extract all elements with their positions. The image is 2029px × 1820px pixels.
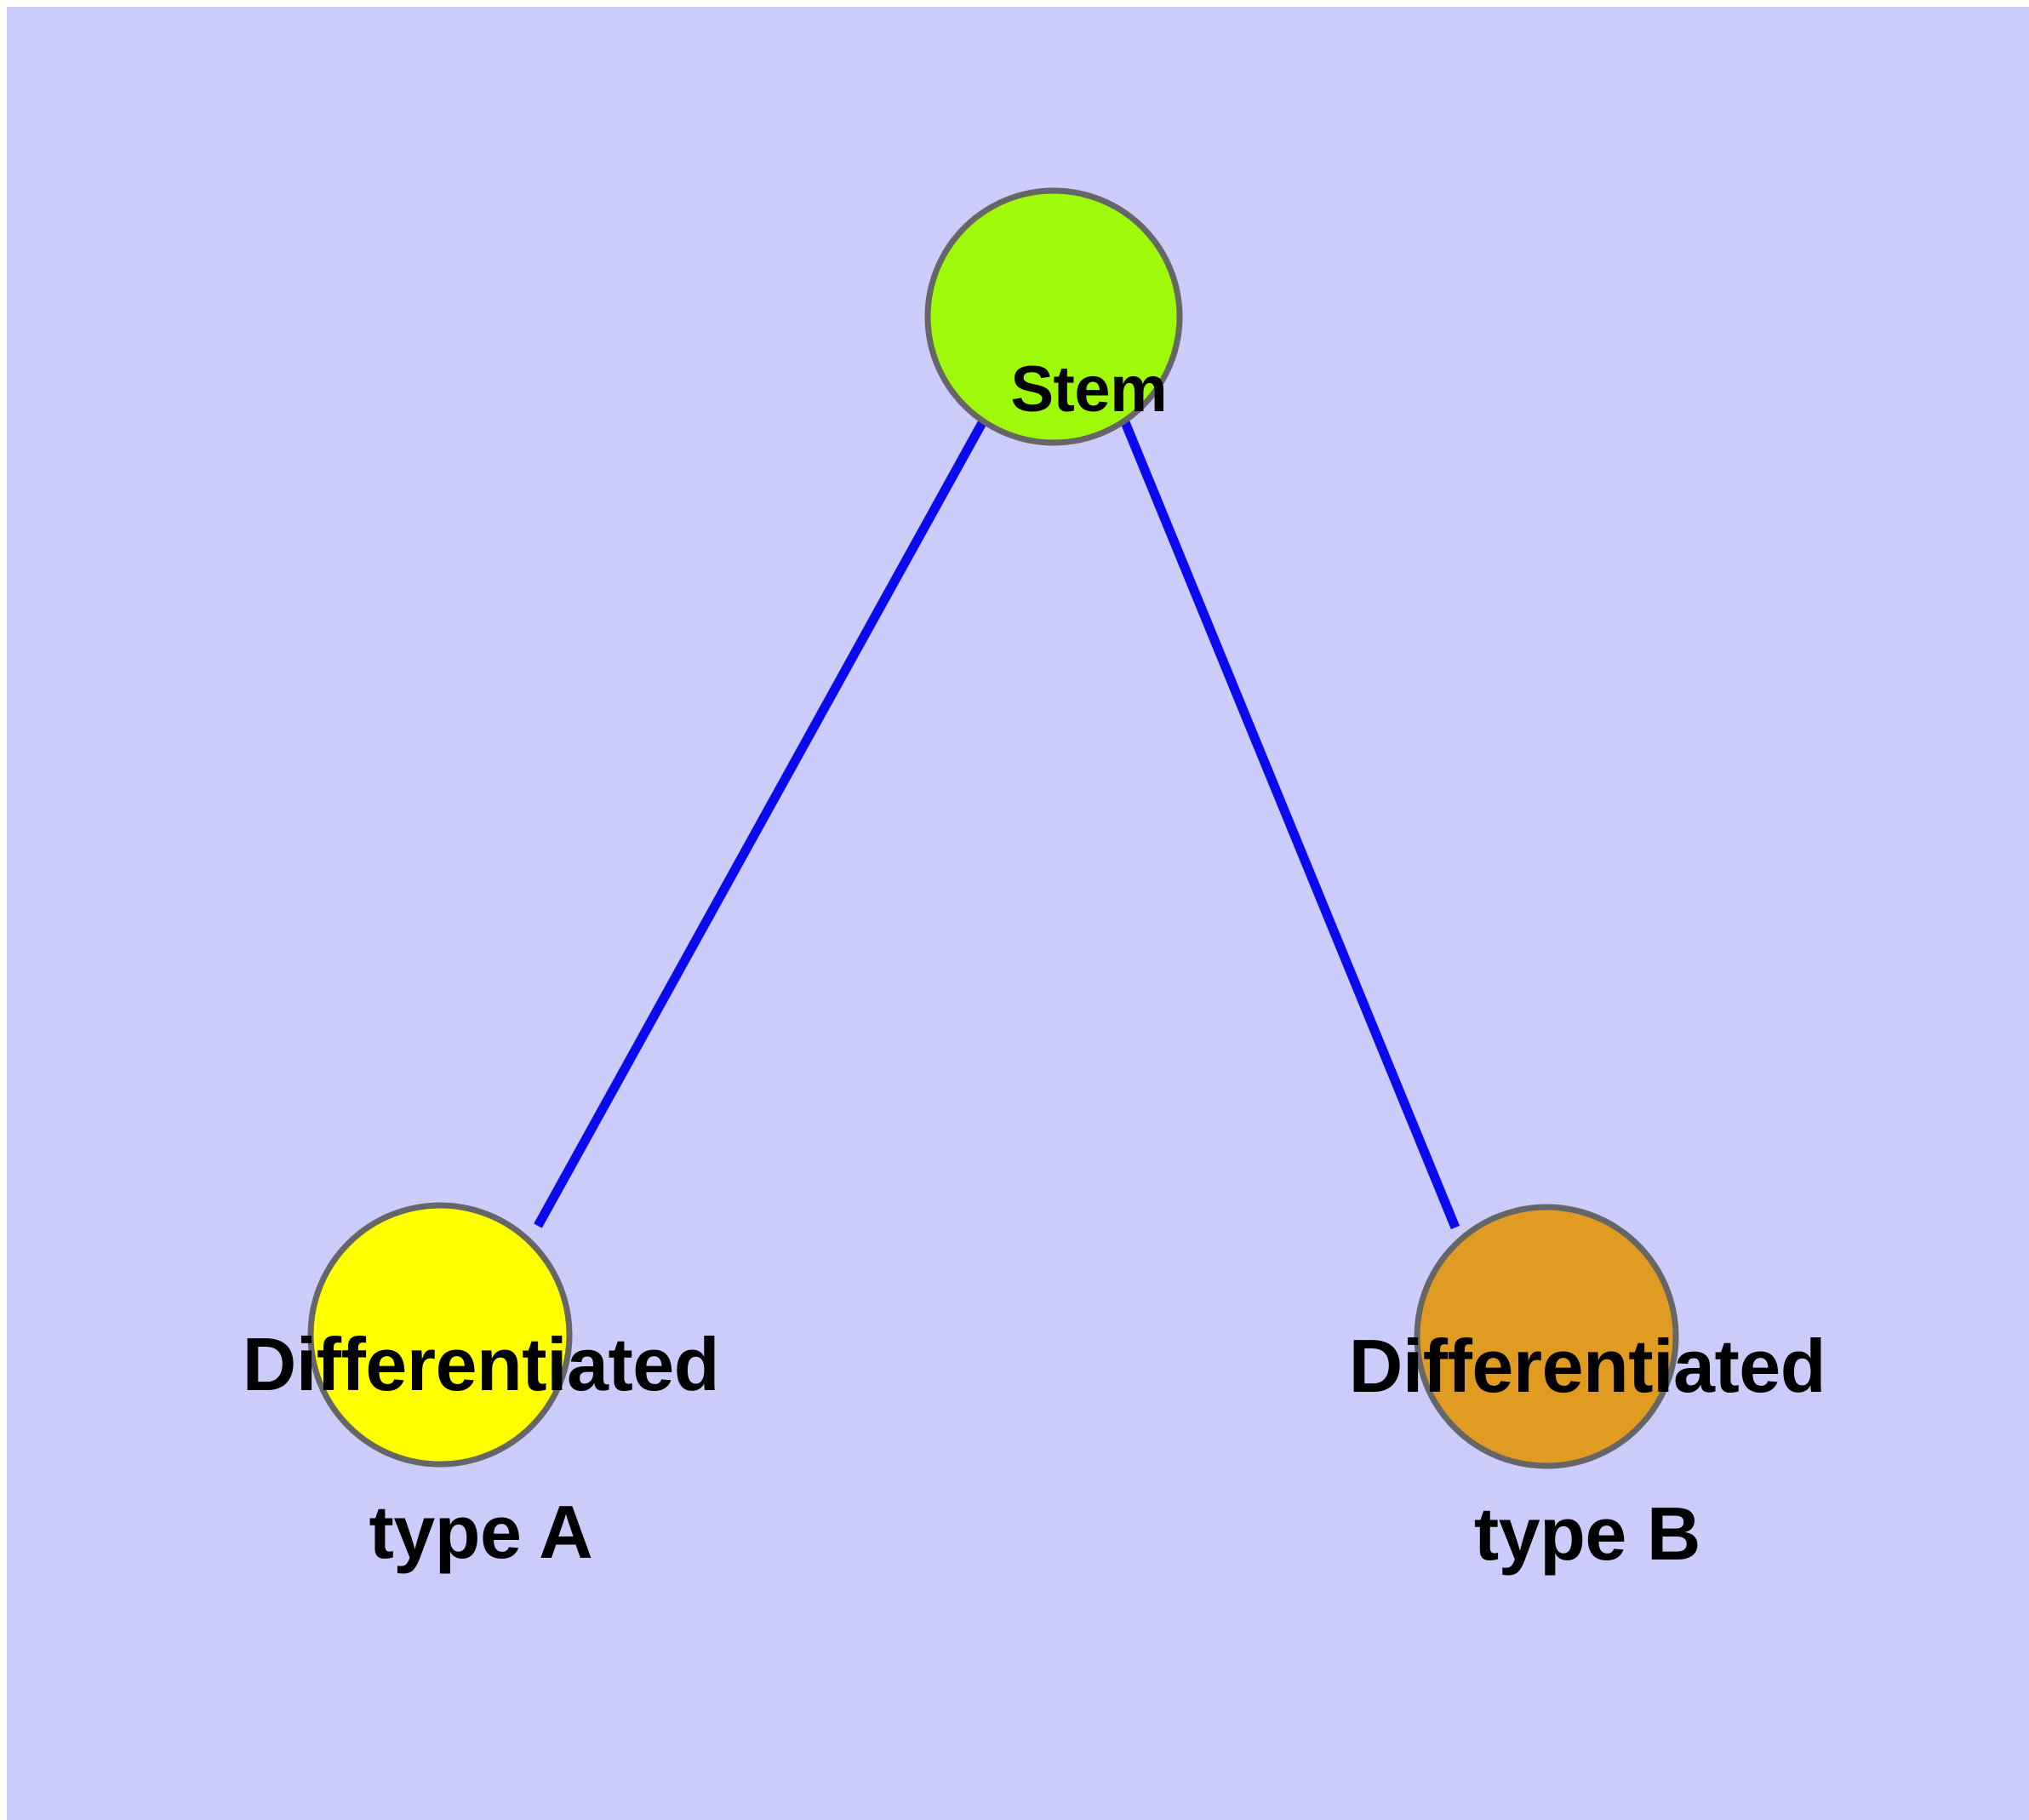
- node-differentiated-type-b[interactable]: [1414, 1204, 1679, 1469]
- edge-stem-to-differentiated-type-a: [534, 419, 987, 1228]
- node-layer: [307, 187, 1679, 1469]
- node-stem[interactable]: [924, 187, 1183, 446]
- edge-stem-to-differentiated-type-b: [1120, 420, 1460, 1230]
- node-differentiated-type-a[interactable]: [307, 1202, 573, 1468]
- edge-layer: [534, 419, 1460, 1230]
